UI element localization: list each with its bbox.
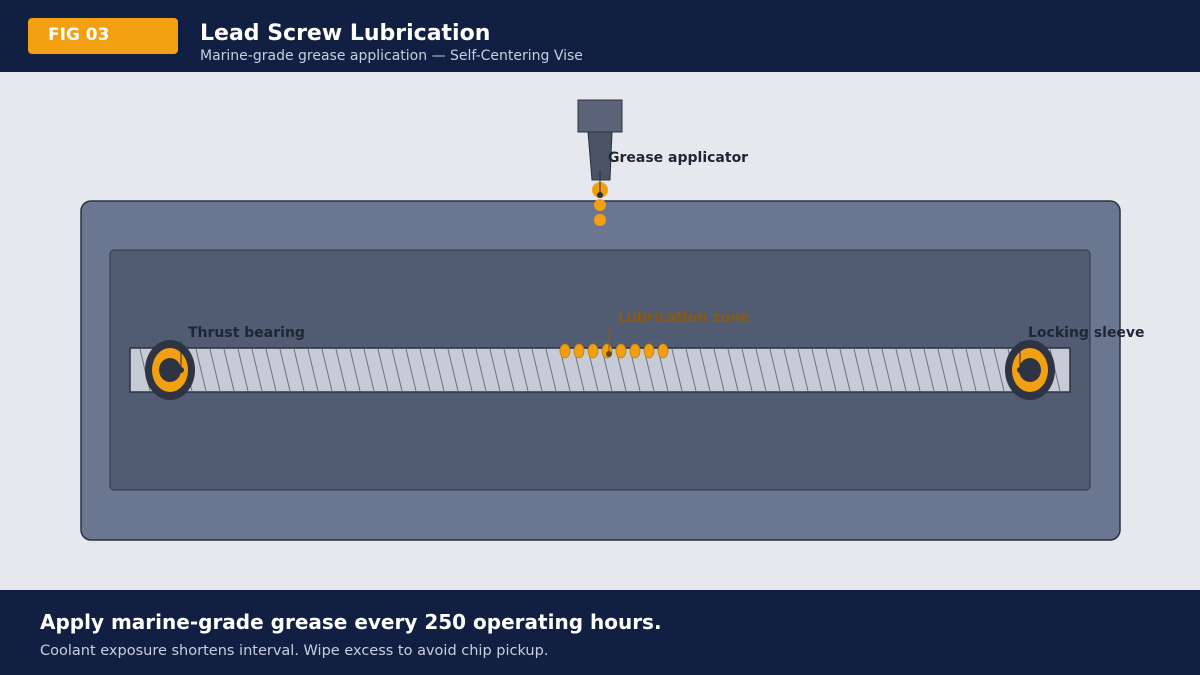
screw-thread [685, 348, 697, 392]
screw-thread [293, 348, 305, 392]
screw-thread [699, 348, 711, 392]
footer-bar: Apply marine-grade grease every 250 oper… [0, 590, 1200, 675]
screw-thread [237, 348, 249, 392]
screw-thread [405, 348, 417, 392]
screw-thread [979, 348, 991, 392]
screw-thread [335, 348, 347, 392]
screw-thread [475, 348, 487, 392]
screw-thread [867, 348, 879, 392]
screw-thread [769, 348, 781, 392]
maintenance-note: Coolant exposure shortens interval. Wipe… [40, 643, 549, 659]
screw-thread [489, 348, 501, 392]
screw-thread [461, 348, 473, 392]
figure-badge: FIG 03 [28, 18, 178, 54]
screw-thread [321, 348, 333, 392]
screw-thread [755, 348, 767, 392]
locking-sleeve-core [1019, 358, 1041, 382]
header-bar: FIG 03 Lead Screw Lubrication Marine-gra… [0, 0, 1200, 72]
screw-thread [895, 348, 907, 392]
screw-thread [503, 348, 515, 392]
maintenance-instruction: Apply marine-grade grease every 250 oper… [40, 610, 662, 634]
screw-thread [447, 348, 459, 392]
grease-bead [587, 343, 599, 359]
screw-thread [881, 348, 893, 392]
screw-thread [419, 348, 431, 392]
grease-drop [594, 199, 606, 211]
thrust-bearing-leader-dot [178, 367, 184, 373]
screw-thread [517, 348, 529, 392]
screw-thread [391, 348, 403, 392]
thrust-bearing-label: Thrust bearing [188, 325, 305, 341]
page-title: Lead Screw Lubrication [200, 21, 491, 46]
lead-screw-diagram: Grease applicator Thrust bearing Lubrica… [80, 99, 1145, 541]
screw-thread [433, 348, 445, 392]
grease-bead [657, 343, 669, 359]
thrust-bearing [145, 340, 195, 400]
screw-thread [671, 348, 683, 392]
screw-thread [909, 348, 921, 392]
grease-bead [559, 343, 571, 359]
applicator-nozzle [587, 131, 613, 181]
screw-thread [377, 348, 389, 392]
screw-thread [363, 348, 375, 392]
lubrication-zone-label: Lubrication zone [618, 310, 750, 326]
locking-sleeve-label: Locking sleeve [1028, 325, 1145, 341]
screw-thread [853, 348, 865, 392]
screw-thread [279, 348, 291, 392]
screw-thread [741, 348, 753, 392]
screw-shaft [129, 347, 1071, 393]
page-subtitle: Marine-grade grease application — Self-C… [200, 48, 583, 64]
screw-thread [937, 348, 949, 392]
locking-sleeve [1005, 340, 1055, 400]
grease-beads [559, 343, 669, 359]
screw-thread [839, 348, 851, 392]
applicator-label: Grease applicator [608, 150, 748, 166]
screw-thread [825, 348, 837, 392]
screw-thread [209, 348, 221, 392]
screw-thread [265, 348, 277, 392]
grease-bead [573, 343, 585, 359]
screw-thread [531, 348, 543, 392]
screw-thread [797, 348, 809, 392]
thrust-bearing-core [159, 358, 181, 382]
screw-thread [965, 348, 977, 392]
screw-thread [783, 348, 795, 392]
screw-thread [545, 348, 557, 392]
locking-sleeve-leader-dot [1017, 367, 1023, 373]
grease-bead [643, 343, 655, 359]
screw-thread [951, 348, 963, 392]
screw-thread [223, 348, 235, 392]
diagram-canvas: Grease applicator Thrust bearing Lubrica… [0, 72, 1200, 590]
grease-bead [629, 343, 641, 359]
grease-drop [594, 214, 606, 226]
grease-applicator [577, 99, 623, 226]
applicator-body [577, 99, 623, 133]
screw-thread [993, 348, 1005, 392]
screw-thread [349, 348, 361, 392]
screw-thread [923, 348, 935, 392]
screw-thread [727, 348, 739, 392]
screw-thread [811, 348, 823, 392]
figure-tag: FIG 03 [48, 25, 110, 45]
screw-thread [713, 348, 725, 392]
screw-thread [251, 348, 263, 392]
applicator-leader-dot [597, 192, 603, 198]
lubrication-zone-leader-dot [606, 351, 612, 357]
screw-thread [307, 348, 319, 392]
screw-thread [195, 348, 207, 392]
grease-bead [615, 343, 627, 359]
lead-screw [129, 347, 1071, 393]
